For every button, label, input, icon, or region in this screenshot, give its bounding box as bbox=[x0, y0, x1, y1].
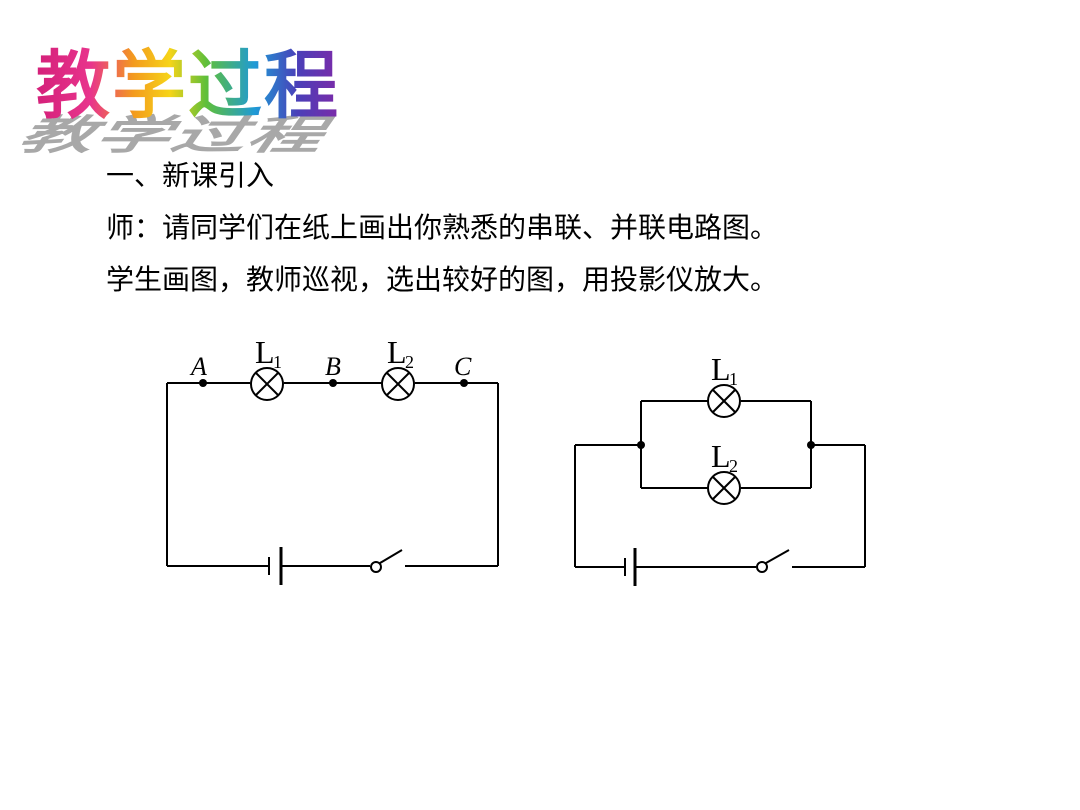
series-label-c: C bbox=[454, 352, 472, 381]
parallel-switch-lever bbox=[765, 549, 790, 564]
series-node-b bbox=[329, 379, 337, 387]
series-node-a bbox=[199, 379, 207, 387]
parallel-lamp1-label: L bbox=[711, 351, 731, 387]
series-lamp1-subscript: 1 bbox=[273, 352, 282, 372]
page-title: 教学过程 bbox=[36, 26, 340, 133]
title-wordart: 教学过程 教学过程 bbox=[8, 20, 368, 159]
parallel-node-left bbox=[637, 441, 645, 449]
parallel-switch-pivot bbox=[756, 561, 768, 573]
series-label-a: A bbox=[189, 352, 207, 381]
parallel-circuit bbox=[574, 384, 866, 586]
series-switch-lever bbox=[379, 549, 403, 564]
series-lamp1-cross-b bbox=[255, 372, 279, 396]
student-line: 学生画图，教师巡视，选出较好的图，用投影仪放大。 bbox=[106, 263, 779, 296]
parallel-node-right bbox=[807, 441, 815, 449]
parallel-lamp1-subscript: 1 bbox=[729, 369, 738, 389]
parallel-lamp2-label: L bbox=[711, 438, 731, 474]
parallel-lamp2-icon bbox=[707, 471, 741, 505]
series-lamp2-label: L bbox=[387, 334, 407, 370]
teacher-line: 师：请同学们在纸上画出你熟悉的串联、并联电路图。 bbox=[106, 211, 779, 244]
series-lamp2-subscript: 2 bbox=[405, 352, 414, 372]
series-lamp2-icon bbox=[381, 367, 415, 401]
parallel-nodes bbox=[637, 441, 815, 449]
series-lamp2-cross-b bbox=[386, 372, 410, 396]
series-label-b: B bbox=[325, 352, 341, 381]
series-lamp1-label: L bbox=[255, 334, 275, 370]
series-circuit bbox=[166, 367, 499, 585]
series-switch-pivot bbox=[370, 561, 382, 573]
section-heading: 一、新课引入 bbox=[106, 159, 275, 192]
series-lamp1-icon bbox=[250, 367, 284, 401]
series-node-c bbox=[460, 379, 468, 387]
series-nodes bbox=[199, 379, 468, 387]
parallel-lamp2-subscript: 2 bbox=[729, 456, 738, 476]
parallel-lamp1-icon bbox=[707, 384, 741, 418]
parallel-lamp2-cross-b bbox=[712, 476, 736, 500]
parallel-lamp1-cross-b bbox=[712, 389, 736, 413]
